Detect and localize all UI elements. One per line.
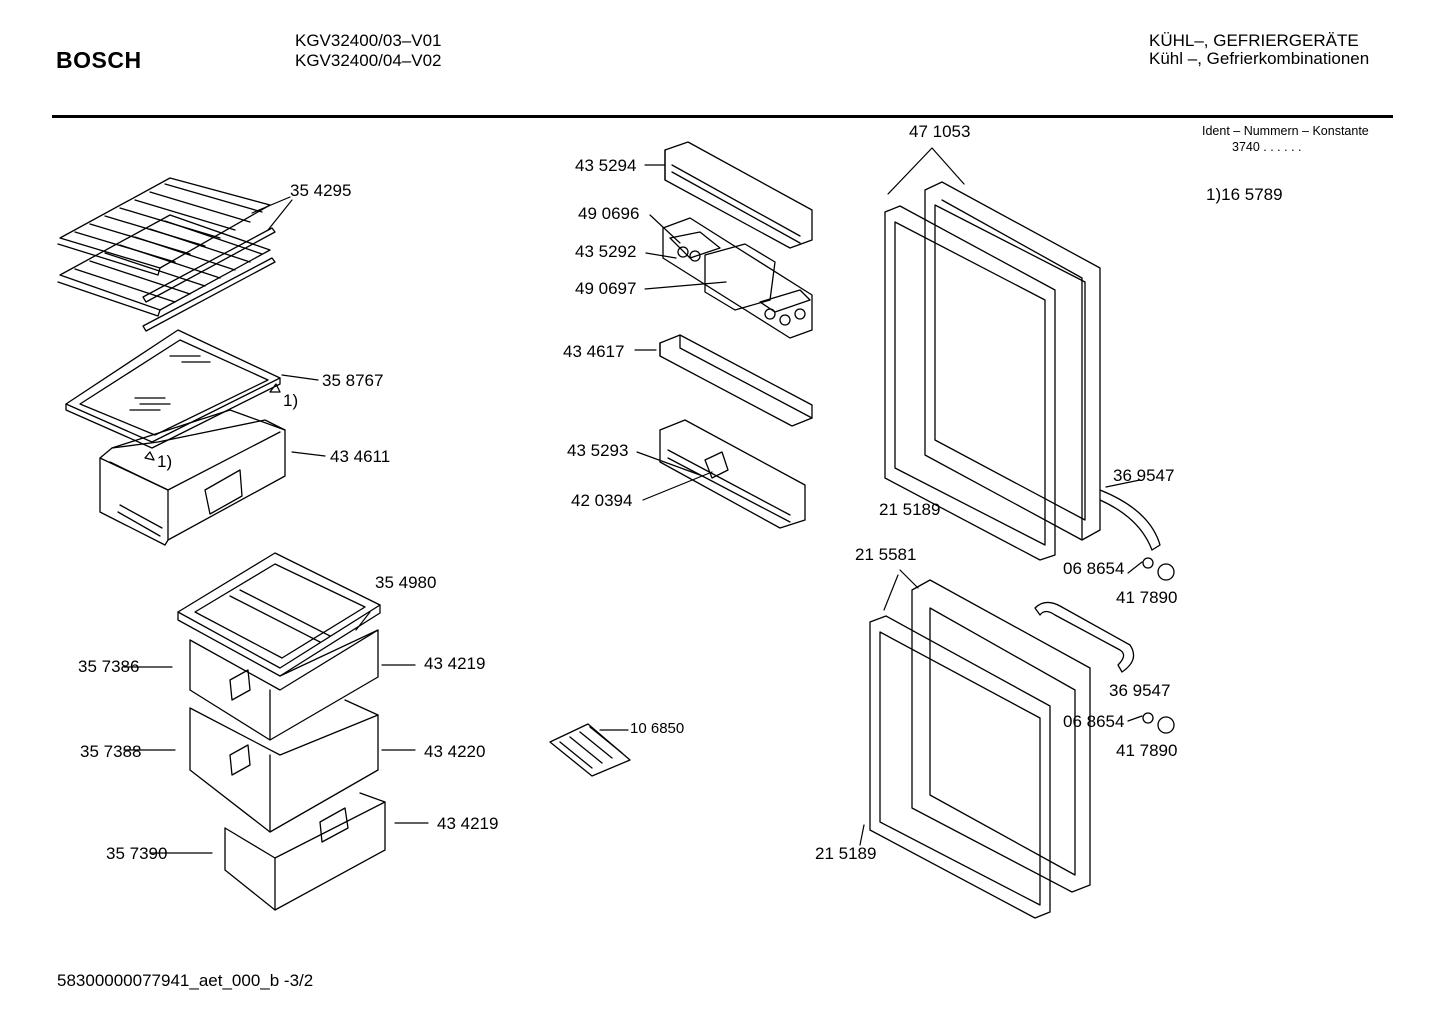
label-435293: 43 5293 xyxy=(567,441,629,460)
ice-tray-part xyxy=(550,724,630,776)
footnote-marker-2: 1) xyxy=(157,452,173,471)
label-215189-b: 21 5189 xyxy=(815,844,877,863)
model-number-2: KGV32400/04–V02 xyxy=(295,51,442,70)
label-068654-a: 06 8654 xyxy=(1063,559,1125,578)
label-354980: 35 4980 xyxy=(375,573,437,592)
label-434220: 43 4220 xyxy=(424,742,486,761)
label-215189-a: 21 5189 xyxy=(879,500,941,519)
label-490696: 49 0696 xyxy=(578,204,640,223)
label-357386: 35 7386 xyxy=(78,657,140,676)
label-106850: 10 6850 xyxy=(630,720,685,737)
wire-shelf-part xyxy=(58,178,275,331)
label-420394: 42 0394 xyxy=(571,491,633,510)
door-shelf-parts xyxy=(660,142,812,528)
label-357388: 35 7388 xyxy=(80,742,142,761)
category-title-2: Kühl –, Gefrierkombinationen xyxy=(1149,49,1370,68)
label-357390: 35 7390 xyxy=(106,844,168,863)
label-369547-b: 36 9547 xyxy=(1109,681,1171,700)
label-417890-b: 41 7890 xyxy=(1116,741,1178,760)
category-title-1: KÜHL–, GEFRIERGERÄTE xyxy=(1149,31,1359,50)
footnote-reference: 1)16 5789 xyxy=(1206,185,1283,204)
ident-caption: Ident – Nummern – Konstante xyxy=(1202,124,1369,138)
label-434219-b: 43 4219 xyxy=(437,814,499,833)
leader-lines xyxy=(124,148,1142,853)
label-068654-b: 06 8654 xyxy=(1063,712,1125,731)
label-354295: 35 4295 xyxy=(290,181,352,200)
header-divider xyxy=(52,115,1393,118)
model-number-1: KGV32400/03–V01 xyxy=(295,31,442,50)
glass-shelf-part xyxy=(66,330,280,448)
document-id: 58300000077941_aet_000_b -3/2 xyxy=(57,971,314,990)
freezer-drawer-set-part xyxy=(178,553,385,910)
ident-value: 3740 . . . . . . xyxy=(1232,140,1302,154)
label-434611: 43 4611 xyxy=(330,447,391,466)
label-369547-a: 36 9547 xyxy=(1113,466,1175,485)
hinge-screw-parts xyxy=(1143,558,1174,733)
label-434219-a: 43 4219 xyxy=(424,654,486,673)
footnote-marker-1: 1) xyxy=(283,391,299,410)
label-358767: 35 8767 xyxy=(322,371,384,390)
crisper-drawer-part xyxy=(100,384,285,545)
label-434617: 43 4617 xyxy=(563,342,625,361)
label-490697: 49 0697 xyxy=(575,279,637,298)
fridge-door-part xyxy=(885,182,1160,560)
label-215581: 21 5581 xyxy=(855,545,917,564)
label-471053: 47 1053 xyxy=(909,122,971,141)
label-417890-a: 41 7890 xyxy=(1116,588,1178,607)
label-435292: 43 5292 xyxy=(575,242,637,261)
freezer-door-part xyxy=(870,580,1134,918)
label-435294: 43 5294 xyxy=(575,156,637,175)
bosch-logo: BOSCH xyxy=(56,47,142,73)
